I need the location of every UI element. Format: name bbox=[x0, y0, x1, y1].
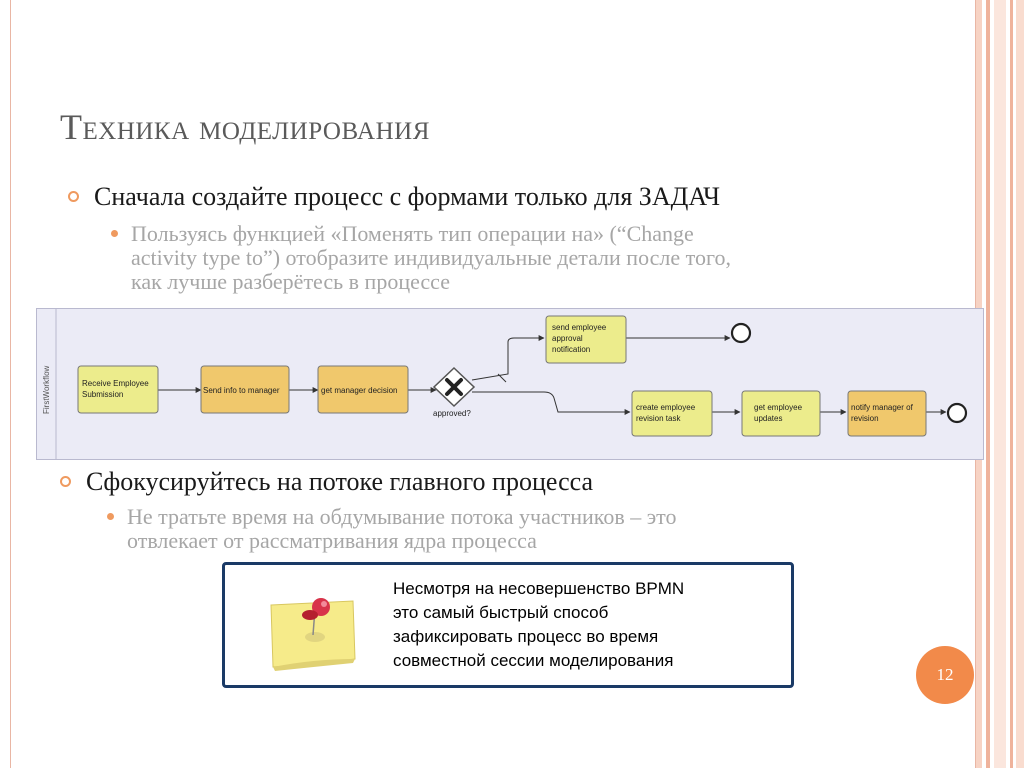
sub-bullet-2: Не тратьте время на обдумывание потока у… bbox=[107, 504, 677, 553]
bpmn-diagram: FirstWorkflow Receive Employee Submissio… bbox=[36, 308, 984, 460]
task-receive-employee-submission: Receive Employee Submission bbox=[77, 365, 159, 414]
svg-text:notify manager of: notify manager of bbox=[851, 403, 914, 412]
svg-text:send employee: send employee bbox=[552, 323, 607, 332]
task-send-employee-approval-notification: send employee approval notification bbox=[545, 315, 627, 364]
bullet-1-text: Сначала создайте процесс с формами тольк… bbox=[94, 182, 721, 211]
sub-bullet-1-line-3: как лучше разберётесь в процессе bbox=[131, 269, 450, 294]
bullet-1: Сначала создайте процесс с формами тольк… bbox=[68, 182, 721, 212]
note-line-4: совместной сессии моделирования bbox=[393, 651, 674, 670]
pool-label: FirstWorkflow bbox=[42, 365, 51, 414]
note-text: Несмотря на несовершенство BPMN это самы… bbox=[393, 577, 789, 673]
note-line-2: это самый быстрый способ bbox=[393, 603, 609, 622]
task-notify-manager-of-revision: notify manager of revision bbox=[847, 390, 927, 437]
end-event-revision bbox=[946, 402, 968, 424]
bullet-dot-icon bbox=[111, 230, 118, 237]
page-number-badge: 12 bbox=[916, 646, 974, 704]
bullet-circle-icon bbox=[68, 191, 79, 202]
sub-bullet-1-line-2: activity type to”) отобразите индивидуал… bbox=[131, 245, 731, 270]
bullet-2: Сфокусируйтесь на потоке главного процес… bbox=[60, 467, 594, 497]
exclusive-gateway: approved? bbox=[432, 366, 476, 418]
svg-text:updates: updates bbox=[754, 414, 782, 423]
end-event-approval bbox=[730, 322, 752, 344]
svg-text:Send info to manager: Send info to manager bbox=[203, 386, 280, 395]
svg-text:revision task: revision task bbox=[636, 414, 681, 423]
svg-text:create employee: create employee bbox=[636, 403, 696, 412]
bullet-dot-icon bbox=[107, 513, 114, 520]
sub-bullet-1-line-1: Пользуясь функцией «Поменять тип операци… bbox=[131, 221, 694, 246]
svg-text:Receive Employee: Receive Employee bbox=[82, 379, 149, 388]
slide-title: Техника моделирования bbox=[60, 107, 430, 147]
note-box: Несмотря на несовершенство BPMN это самы… bbox=[222, 562, 794, 688]
sticky-note-icon bbox=[270, 598, 356, 671]
task-get-employee-updates: get employee updates bbox=[741, 390, 821, 437]
note-line-1: Несмотря на несовершенство BPMN bbox=[393, 579, 685, 598]
svg-text:get manager decision: get manager decision bbox=[321, 386, 398, 395]
task-create-employee-revision-task: create employee revision task bbox=[631, 390, 713, 437]
pool-background bbox=[36, 308, 984, 460]
sub-bullet-2-line-1: Не тратьте время на обдумывание потока у… bbox=[127, 504, 677, 529]
svg-text:notification: notification bbox=[552, 345, 590, 354]
gateway-label: approved? bbox=[433, 409, 471, 418]
sub-bullet-1: Пользуясь функцией «Поменять тип операци… bbox=[111, 221, 731, 294]
note-line-3: зафиксировать процесс во время bbox=[393, 627, 659, 646]
sub-bullet-2-line-2: отвлекает от рассматривания ядра процесс… bbox=[127, 528, 537, 553]
svg-text:revision: revision bbox=[851, 414, 879, 423]
svg-text:get employee: get employee bbox=[754, 403, 803, 412]
gateway-x-icon bbox=[445, 378, 463, 396]
svg-text:approval: approval bbox=[552, 334, 583, 343]
bullet-circle-icon bbox=[60, 476, 71, 487]
task-get-manager-decision: get manager decision bbox=[317, 365, 409, 414]
task-send-info-to-manager: Send info to manager bbox=[200, 365, 290, 414]
svg-text:Submission: Submission bbox=[82, 390, 123, 399]
bullet-2-text: Сфокусируйтесь на потоке главного процес… bbox=[86, 467, 594, 496]
